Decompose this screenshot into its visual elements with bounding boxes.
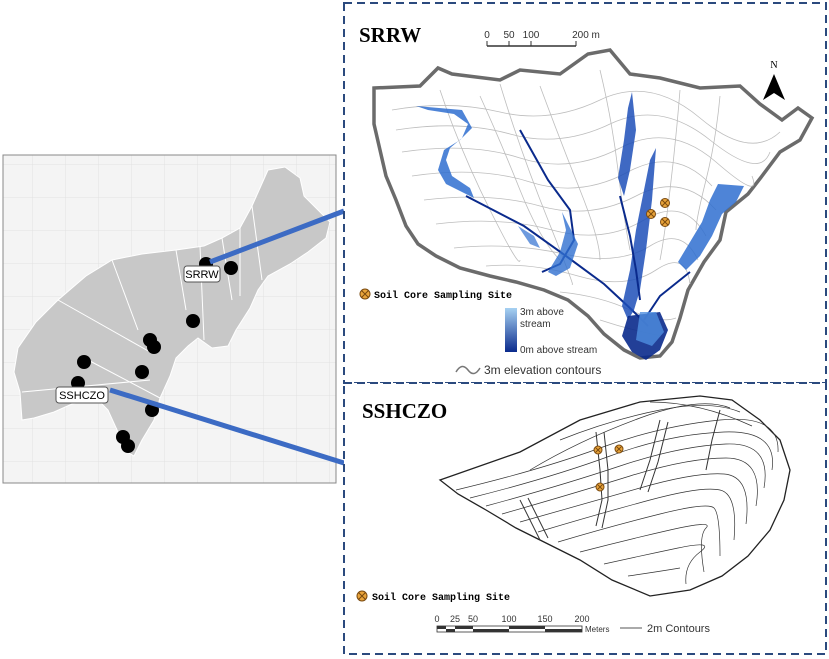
srrw-scale-tick: 200 m [572, 30, 600, 41]
sshczo-panel: SSHCZO [343, 382, 827, 655]
sshczo-scale-tick: 0 [434, 614, 439, 624]
site-dot [186, 314, 200, 328]
sshczo-scale-unit: Meters [585, 625, 609, 634]
sshczo-scale-tick: 50 [468, 614, 478, 624]
sample-site-icon [593, 445, 603, 455]
srrw-title: SRRW [359, 23, 421, 47]
sshczo-connector [109, 387, 345, 466]
site-dot [77, 355, 91, 369]
sample-site-icon [660, 198, 670, 208]
sshczo-map-label: SSHCZO [59, 390, 105, 402]
srrw-contours [391, 69, 781, 337]
srrw-scale-tick: 0 [484, 30, 490, 41]
sshczo-scale-tick: 150 [537, 614, 552, 624]
sshczo-title: SSHCZO [362, 399, 447, 423]
colorbar-bottom-label: 0m above stream [520, 345, 597, 356]
srrw-scale-bar: 0 50 100 200 m [484, 30, 600, 47]
srrw-watershed [372, 48, 815, 360]
srrw-site-legend-label: Soil Core Sampling Site [374, 290, 512, 302]
srrw-map-label: SRRW [185, 269, 219, 281]
site-dot [147, 340, 161, 354]
srrw-sample-sites [646, 198, 670, 227]
sshczo-contour-legend: 2m Contours [620, 623, 710, 635]
land-mass [13, 166, 331, 457]
srrw-connector [209, 208, 345, 265]
srrw-site-legend: Soil Core Sampling Site [359, 288, 512, 302]
srrw-contour-label: 3m elevation contours [484, 363, 601, 377]
colorbar-top-label: 3m above [520, 307, 564, 318]
north-arrow-icon: N [763, 60, 785, 100]
sample-site-icon [614, 444, 624, 454]
sshczo-scale-bar: 0 25 50 100 150 200 Meters [434, 614, 609, 634]
sshczo-scale-tick: 100 [501, 614, 516, 624]
srrw-streams [416, 92, 744, 360]
srrw-contour-legend: 3m elevation contours [455, 363, 601, 377]
north-label: N [770, 60, 777, 71]
sample-site-icon [646, 209, 656, 219]
site-dot [224, 261, 238, 275]
srrw-scale-tick: 50 [503, 30, 515, 41]
sshczo-contours [455, 401, 779, 585]
sshczo-scale-tick: 25 [450, 614, 460, 624]
sample-site-icon [660, 217, 670, 227]
sample-site-icon [595, 482, 605, 492]
site-dot [135, 365, 149, 379]
site-dot [121, 439, 135, 453]
sshczo-site-legend-label: Soil Core Sampling Site [372, 592, 510, 604]
sshczo-sample-sites [593, 444, 624, 492]
sshczo-site-legend: Soil Core Sampling Site [356, 590, 510, 604]
srrw-colorbar: 3m above stream 0m above stream [505, 307, 597, 356]
srrw-panel: SRRW 0 50 100 200 m N [343, 2, 827, 384]
srrw-scale-tick: 100 [523, 30, 540, 41]
colorbar-top-label-2: stream [520, 319, 551, 330]
overview-map: SRRW SSHCZO [2, 154, 337, 484]
sshczo-contour-label: 2m Contours [647, 623, 710, 635]
sshczo-scale-tick: 200 [574, 614, 589, 624]
